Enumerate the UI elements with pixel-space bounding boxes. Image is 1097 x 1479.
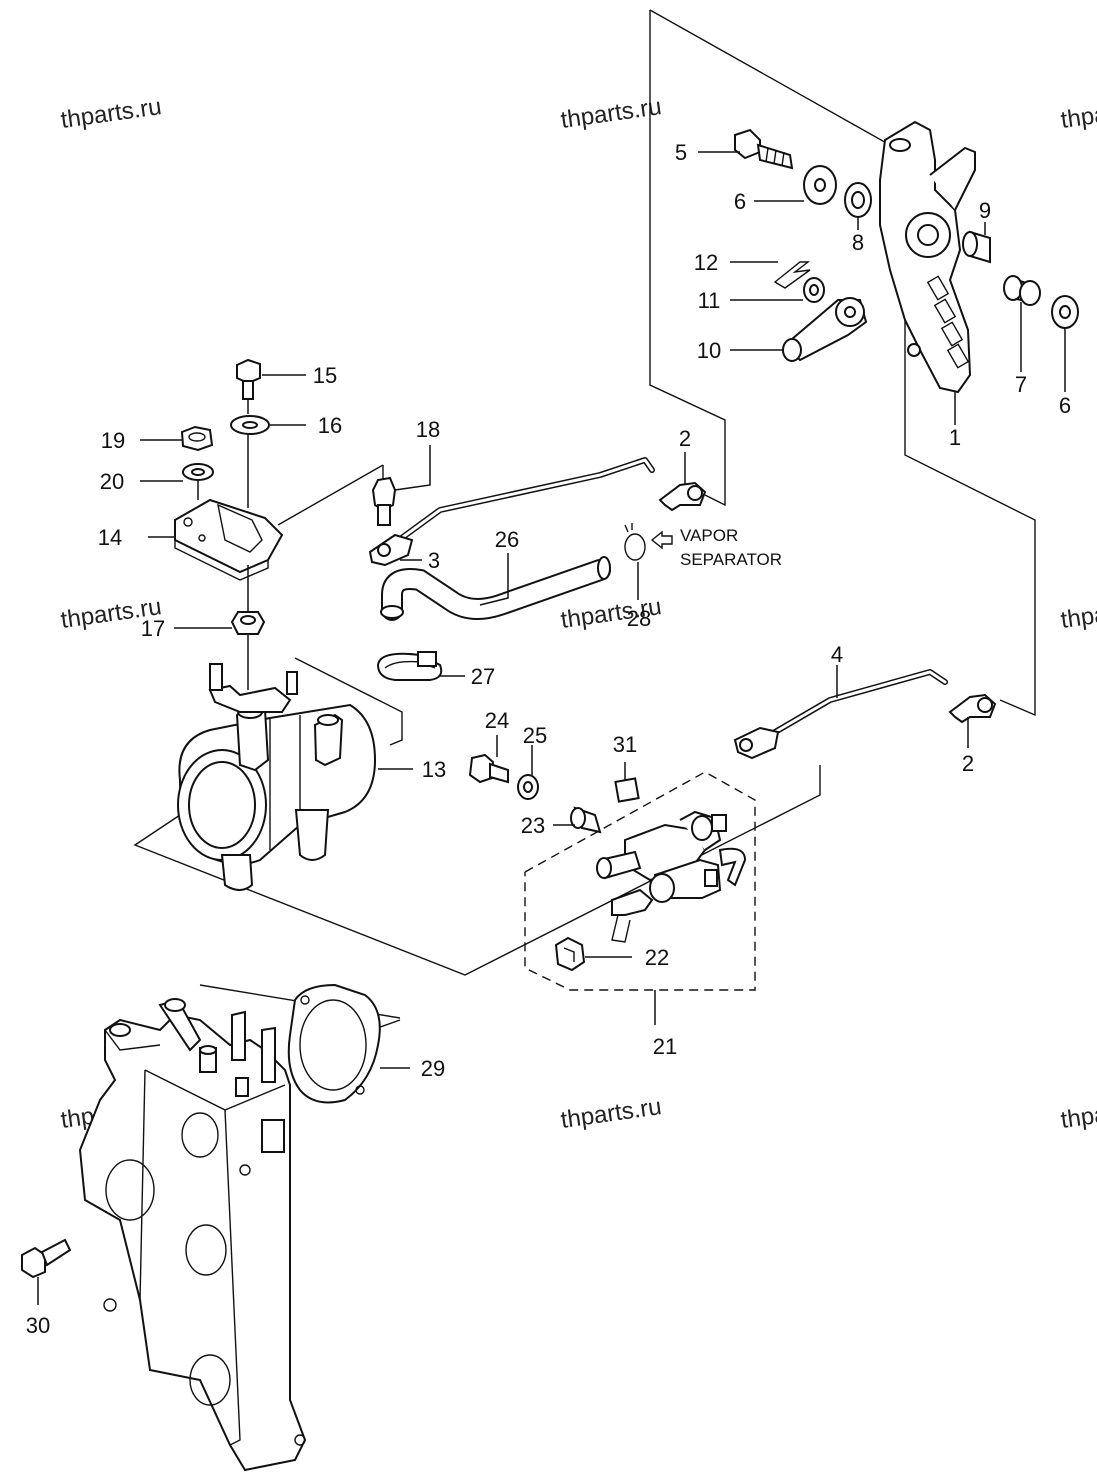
collar-9 — [962, 230, 991, 264]
callout-3: 3 — [428, 548, 440, 573]
grommet-17 — [230, 611, 266, 635]
callout-30: 30 — [26, 1313, 50, 1338]
hose-clip-28 — [624, 523, 646, 561]
callout-31: 31 — [613, 732, 637, 757]
washer-16 — [230, 415, 270, 435]
callout-24: 24 — [485, 708, 509, 733]
callout-20: 20 — [100, 469, 124, 494]
gasket-29 — [287, 983, 381, 1104]
control-rod-4 — [733, 669, 948, 760]
assembly-lines — [133, 9, 1036, 1031]
label-31 — [614, 777, 640, 803]
stud-18 — [371, 476, 397, 526]
callout-27: 27 — [471, 664, 495, 689]
nut-19 — [180, 425, 214, 452]
watermark-1: thparts.ru — [59, 93, 163, 134]
callout-11: 11 — [698, 288, 721, 313]
washer-6-right — [1051, 295, 1079, 329]
callout-18: 18 — [416, 417, 440, 442]
callout-8: 8 — [852, 230, 864, 255]
collar-23 — [570, 806, 602, 834]
watermark-6: thparts.ru — [1059, 593, 1097, 634]
callout-2-upper: 2 — [679, 426, 691, 451]
watermark-8: thparts.ru — [559, 1093, 663, 1134]
fuel-hose-26 — [380, 556, 611, 621]
callout-17: 17 — [141, 616, 165, 641]
callout-5: 5 — [675, 140, 687, 165]
mounting-plate-14 — [174, 498, 284, 581]
retainer-22 — [554, 936, 586, 972]
bushing-7 — [1003, 275, 1041, 306]
callout-12: 12 — [694, 250, 718, 275]
callout-14: 14 — [98, 525, 122, 550]
callout-16: 16 — [318, 413, 342, 438]
callout-4: 4 — [831, 642, 843, 667]
callout-28: 28 — [627, 606, 651, 631]
linkage-assembly-21 — [524, 771, 756, 991]
clip-12 — [773, 261, 811, 289]
callout-15: 15 — [313, 363, 337, 388]
callout-6-right: 6 — [1059, 393, 1071, 418]
callout-13: 13 — [422, 757, 446, 782]
link-rod-10 — [782, 297, 868, 362]
rod-clip-2-upper — [658, 481, 707, 512]
callout-26: 26 — [495, 527, 519, 552]
watermark-9: thparts.ru — [1059, 1093, 1097, 1134]
leader-lines — [37, 151, 1066, 1305]
watermarks: thparts.ru thparts.ru thparts.ru thparts… — [59, 93, 1097, 1134]
separator-label: SEPARATOR — [680, 550, 782, 569]
callout-7: 7 — [1015, 372, 1027, 397]
rod-clip-2-lower — [948, 693, 997, 724]
bolt-15 — [236, 358, 261, 400]
watermark-2: thparts.ru — [559, 93, 663, 134]
washer-8 — [844, 182, 872, 218]
callout-6-upper: 6 — [734, 189, 746, 214]
washer-20 — [182, 463, 214, 481]
callout-9: 9 — [979, 198, 991, 223]
callout-21: 21 — [653, 1034, 677, 1059]
bolt-24 — [468, 753, 509, 784]
vapor-separator-note: VAPOR SEPARATOR — [650, 526, 782, 569]
bolt-5 — [734, 128, 794, 170]
intake-housing — [78, 998, 307, 1472]
vapor-label: VAPOR — [680, 526, 738, 545]
watermark-3: thparts.ru — [1059, 93, 1097, 134]
washer-6-upper — [803, 165, 837, 205]
callout-1: 1 — [949, 425, 961, 450]
washer-25 — [517, 774, 539, 800]
callout-10: 10 — [697, 338, 721, 363]
callout-25: 25 — [523, 723, 547, 748]
throttle-body-13 — [177, 663, 377, 891]
washer-11 — [803, 277, 825, 303]
callout-23: 23 — [521, 813, 545, 838]
callout-19: 19 — [101, 428, 125, 453]
throttle-lever-arm — [879, 120, 976, 394]
throttle-rod-3 — [368, 457, 655, 567]
callout-numbers: 1 2 2 3 4 5 6 6 7 8 9 10 11 12 13 14 15 … — [26, 140, 1071, 1338]
callout-29: 29 — [421, 1056, 445, 1081]
tie-strap-27 — [376, 651, 443, 681]
bolt-30 — [21, 1238, 72, 1279]
callout-2-lower: 2 — [962, 751, 974, 776]
callout-22: 22 — [645, 945, 669, 970]
